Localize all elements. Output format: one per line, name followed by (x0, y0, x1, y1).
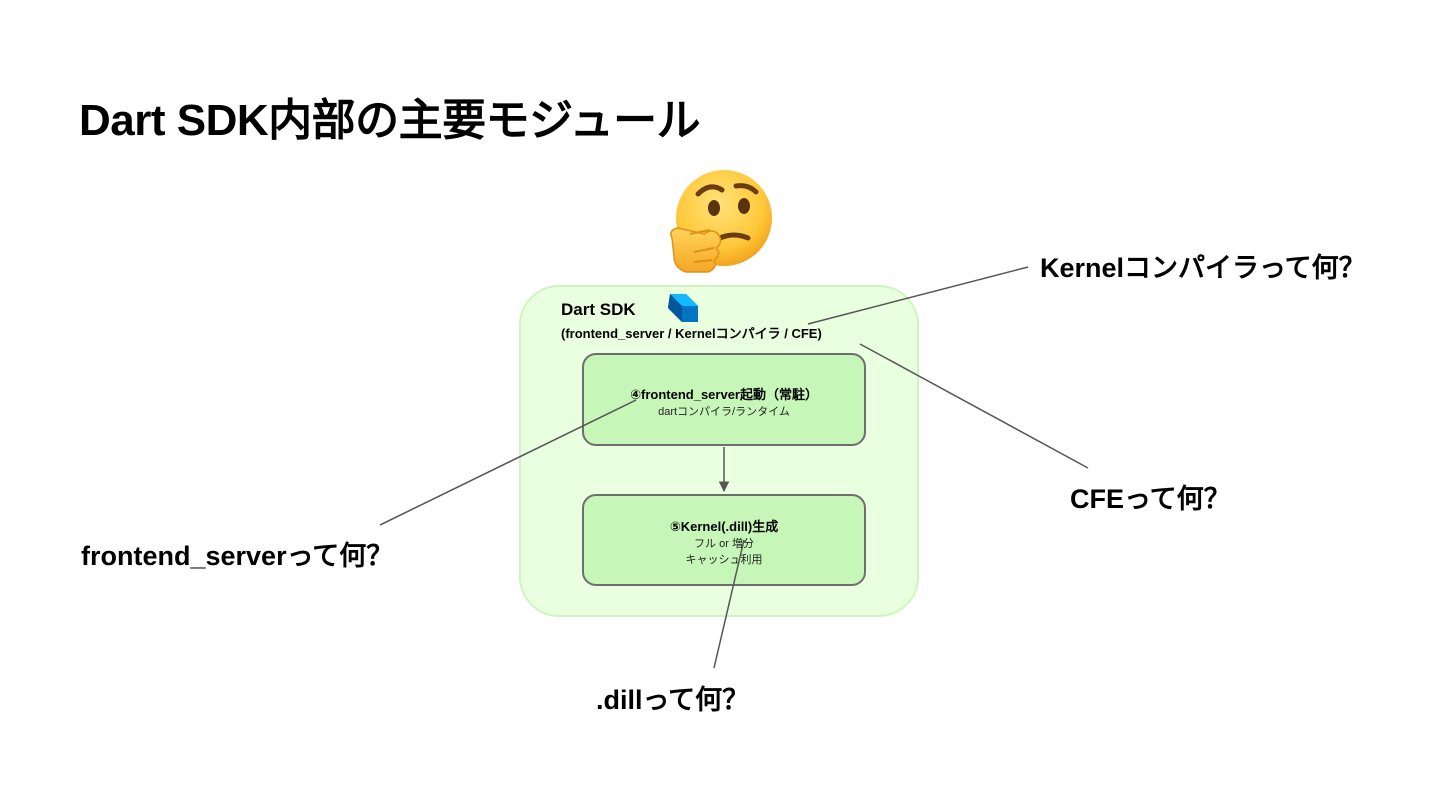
thinking-face-icon (664, 168, 778, 278)
step-detail: dartコンパイラ/ランタイム (658, 406, 790, 418)
callout-frontend-server: frontend_serverって何？ (81, 541, 394, 571)
step-frontend-server-start: ④frontend_server起動（常駐） dartコンパイラ/ランタイム (582, 353, 866, 446)
step-detail: フル or 増分 (694, 538, 754, 550)
sdk-subtitle: (frontend_server / Kernelコンパイラ / CFE) (561, 326, 822, 341)
slide-title: Dart SDK内部の主要モジュール (79, 96, 701, 145)
step-title: ④frontend_server起動（常駐） (630, 387, 818, 402)
step-kernel-dill-generate: ⑤Kernel(.dill)生成 フル or 増分 キャッシュ利用 (582, 494, 866, 586)
sdk-name: Dart SDK (561, 300, 636, 319)
dart-logo-icon (664, 292, 700, 324)
callout-kernel-compiler: Kernelコンパイラって何？ (1040, 253, 1366, 283)
step-title: ⑤Kernel(.dill)生成 (669, 519, 779, 534)
callout-dill: .dillって何？ (596, 685, 750, 715)
step-detail: キャッシュ利用 (685, 554, 763, 566)
callout-cfe: CFEって何？ (1070, 484, 1231, 514)
